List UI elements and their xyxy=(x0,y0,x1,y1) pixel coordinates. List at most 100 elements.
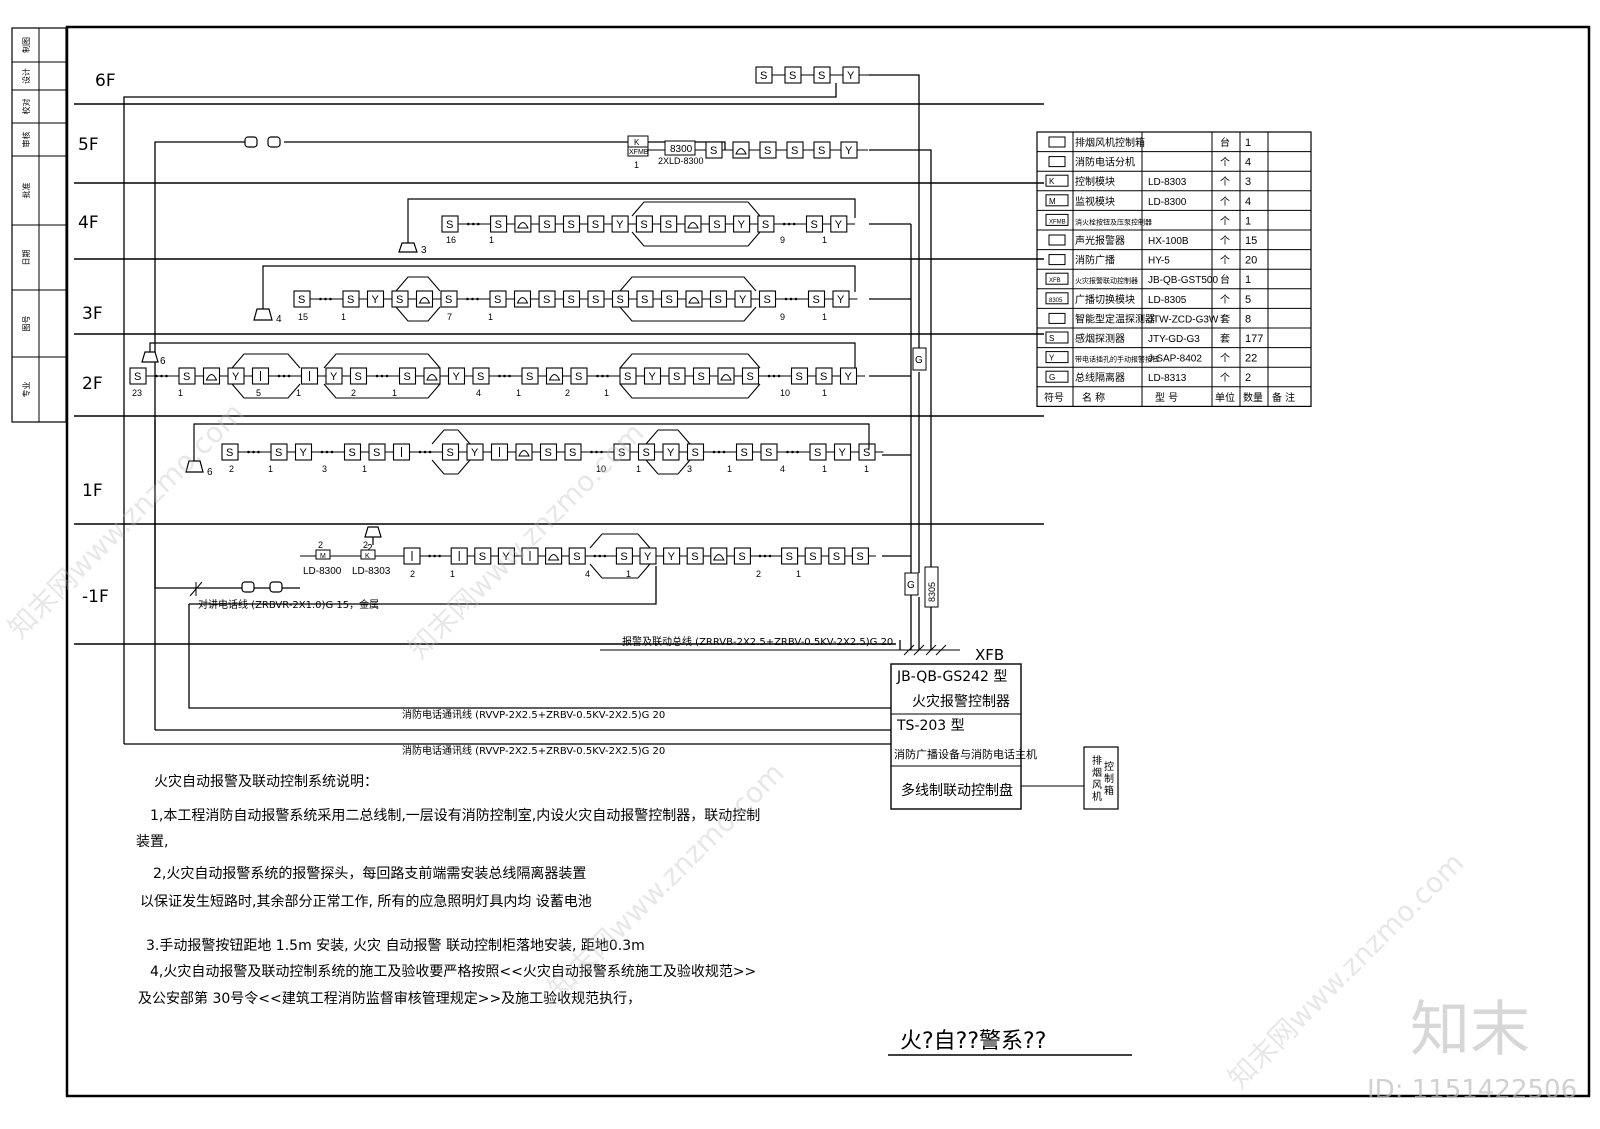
device-count: 3 xyxy=(322,464,327,474)
smoke-detector-letter: S xyxy=(765,447,772,459)
smoke-detector-letter: S xyxy=(620,551,627,563)
isolator-letter: G xyxy=(907,580,915,591)
isolator-letter: G xyxy=(915,355,923,366)
smoke-device-icon: S xyxy=(636,290,654,308)
smoke-detector-letter: S xyxy=(833,551,840,563)
smoke-device-icon: S xyxy=(784,66,802,84)
smoke-device-icon: S xyxy=(570,367,588,385)
chain-ellipsis xyxy=(767,374,781,378)
smoke-device-icon: S xyxy=(368,443,386,461)
smoke-device-icon: S xyxy=(489,290,507,308)
legend-name: 控制模块 xyxy=(1075,175,1115,188)
alarm-device-icon xyxy=(545,367,564,385)
heat-device-icon: Y xyxy=(466,443,484,461)
legend-header-cell: 型 号 xyxy=(1155,391,1178,404)
heat-device-icon: Y xyxy=(447,367,466,385)
legend-name: 消火栓按钮及压泵控制器 xyxy=(1075,217,1152,226)
legend-qty: 4 xyxy=(1245,196,1251,208)
manual-button-letter: Y xyxy=(232,371,240,383)
legend-unit: 个 xyxy=(1220,235,1230,247)
heat-device-icon: Y xyxy=(639,547,657,565)
smoke-detector-letter: S xyxy=(569,447,576,459)
legend-header-cell: 名 称 xyxy=(1082,391,1105,404)
device-count: 1 xyxy=(822,388,827,398)
alarm-device-icon xyxy=(717,367,735,385)
device-count: 1 xyxy=(822,312,827,322)
device-count: 10 xyxy=(780,388,790,398)
legend-name: 总线隔离器 xyxy=(1075,371,1125,384)
speaker-icon xyxy=(364,526,382,538)
manual-button-letter: Y xyxy=(845,145,853,157)
manual-button-letter: Y xyxy=(300,447,308,459)
device-count: 7 xyxy=(447,312,452,322)
legend-name: 智能型定温探测器 xyxy=(1075,312,1155,325)
note-2b: 以保证发生短路时,其余部分正常工作, 所有的应急照明灯具内均 设蓄电池 xyxy=(140,893,592,910)
note-4a: 4,火灾自动报警及联动控制系统的施工及验收要严格按照<<火灾自动报警系统施工及验… xyxy=(150,963,756,980)
smoke-detector-letter: S xyxy=(710,145,717,157)
smoke-detector-letter: S xyxy=(813,294,820,306)
device-count: 1 xyxy=(822,235,827,245)
smoke-detector-letter: S xyxy=(811,219,818,231)
smoke-device-icon: S xyxy=(568,547,586,565)
device-count: 15 xyxy=(298,312,308,322)
chain-ellipsis xyxy=(418,450,432,454)
manual-button-letter: Y xyxy=(502,551,510,563)
smoke-detector-letter: S xyxy=(617,294,624,306)
smoke-detector-letter: S xyxy=(698,371,705,383)
notes-heading: 火灾自动报警及联动控制系统说明： xyxy=(154,773,378,790)
legend-name: 带电话插孔的手动报警按钮 xyxy=(1075,355,1159,364)
device-count: 1 xyxy=(822,464,827,474)
smoke-detector-letter: S xyxy=(226,447,233,459)
smoke-detector-letter: S xyxy=(275,447,282,459)
smoke-detector-letter: S xyxy=(643,447,650,459)
telephone-icon xyxy=(267,136,281,148)
linkage-panel-name: 多线制联动控制盘 xyxy=(901,782,1013,799)
controller-name: 火灾报警控制器 xyxy=(912,693,1010,710)
smoke-device-icon: S xyxy=(790,367,809,385)
legend-symbol: M xyxy=(1049,197,1056,206)
manual-button-letter: Y xyxy=(835,219,843,231)
f1-speaker-qty: 6 xyxy=(207,467,213,478)
legend-unit: 个 xyxy=(1220,372,1230,384)
heat-device-icon: Y xyxy=(734,290,752,308)
f3-speaker-qty: 4 xyxy=(276,314,282,325)
smoke-detector-letter: S xyxy=(691,551,698,563)
smoke-detector-letter: S xyxy=(568,219,575,231)
smoke-detector-letter: S xyxy=(789,70,796,82)
smoke-device-icon: S xyxy=(613,443,631,461)
legend-qty: 4 xyxy=(1245,157,1251,169)
phone-handsets xyxy=(241,136,283,593)
chain-ellipsis xyxy=(320,450,334,454)
broadcast-module-label: 8305 xyxy=(927,582,937,602)
floor-label-b1f: -1F xyxy=(82,587,109,607)
title-block-cell: 日期 xyxy=(22,250,31,266)
basement-modules: M 2 K 2 LD-8300 LD-8303 xyxy=(300,540,404,577)
heat-device-icon: Y xyxy=(227,367,245,385)
smoke-detector-letter: S xyxy=(298,294,305,306)
smoke-detector-letter: S xyxy=(404,371,411,383)
floor-label-group: 6F 5F 4F 3F 2F 1F -1F xyxy=(78,71,116,607)
smoke-device-icon: S xyxy=(735,443,754,461)
broadcast-model: TS-203 型 xyxy=(896,718,965,734)
f5-xfmb-label: XFMB xyxy=(629,149,649,156)
smoke-detector-letter: S xyxy=(818,70,825,82)
alarm-device-icon xyxy=(710,547,728,565)
smoke-device-icon: S xyxy=(692,367,711,385)
smoke-device-icon: S xyxy=(758,290,777,308)
manual-button-letter: Y xyxy=(616,219,624,231)
smoke-detector-letter: S xyxy=(818,145,825,157)
smoke-device-icon: S xyxy=(474,547,492,565)
floor-label-5f: 5F xyxy=(78,135,99,155)
legend-qty: 177 xyxy=(1245,333,1263,345)
device-count: 1 xyxy=(727,464,732,474)
fb-m-letter: M xyxy=(320,553,326,560)
alarm-bus-label: 报警及联动总线 (ZRRVB-2X2.5+ZRBV-0.5KV-2X2.5)G … xyxy=(622,635,893,648)
smoke-device-icon: S xyxy=(270,443,288,461)
legend-header-cell: 备 注 xyxy=(1272,391,1295,404)
controller-model: JB-QB-GS242 型 xyxy=(896,669,1007,685)
floor-label-1f: 1F xyxy=(82,481,103,501)
temp-device-icon xyxy=(251,367,270,385)
device-count: 1 xyxy=(636,464,641,474)
chain-ellipsis xyxy=(712,450,726,454)
smoke-detector-letter: S xyxy=(526,371,533,383)
